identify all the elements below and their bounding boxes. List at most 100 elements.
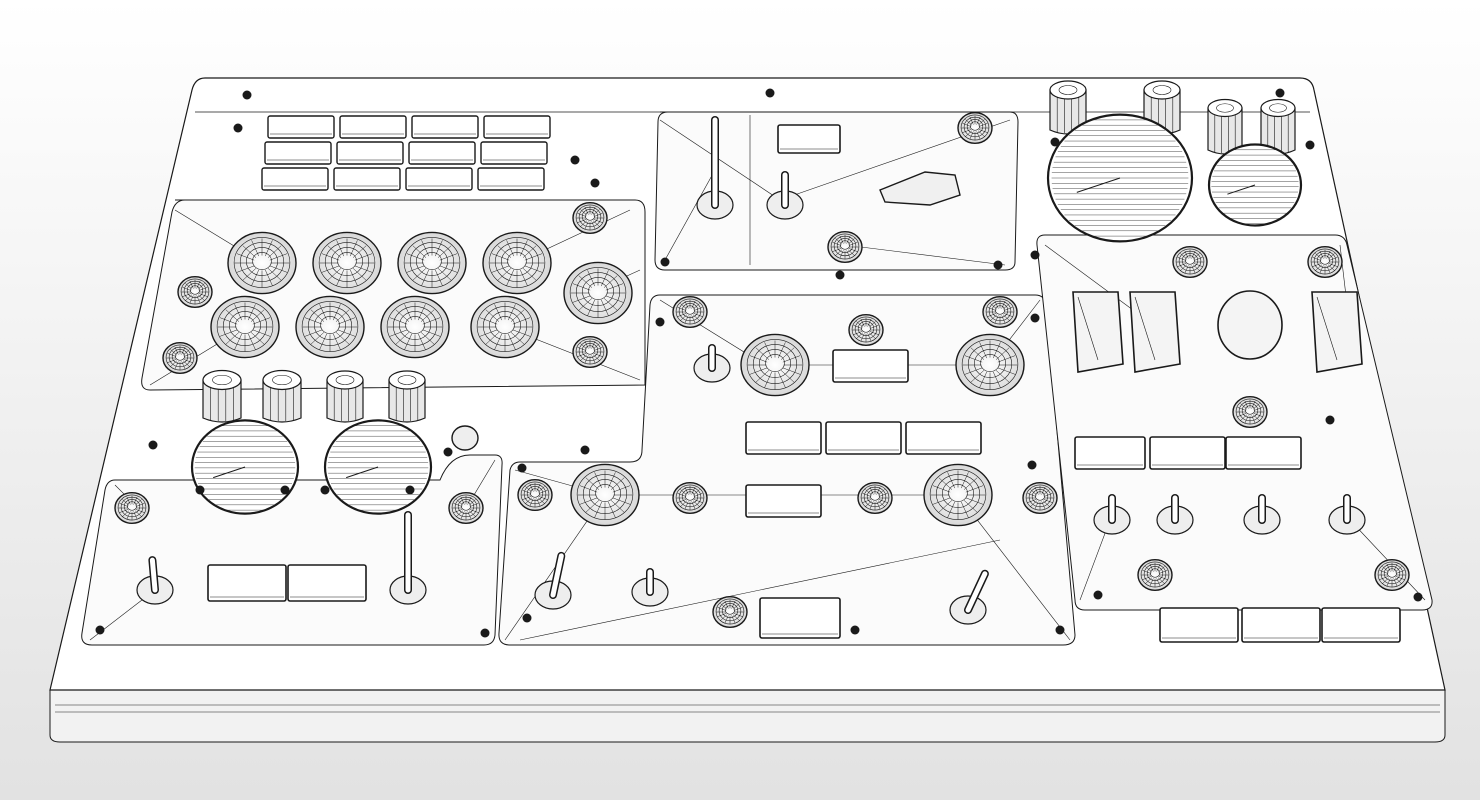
push-button-icon[interactable]	[264, 141, 332, 165]
dial-icon[interactable]	[397, 231, 467, 295]
small-dial-icon[interactable]	[982, 296, 1018, 329]
push-button-icon[interactable]	[832, 349, 909, 383]
push-button-icon[interactable]	[480, 141, 548, 165]
small-dial-icon[interactable]	[572, 201, 608, 234]
dial-icon[interactable]	[482, 231, 552, 295]
dial-spoke	[680, 500, 688, 507]
dial-icon[interactable]	[563, 261, 633, 325]
small-dial-icon[interactable]	[1307, 245, 1343, 278]
dial-icon[interactable]	[740, 333, 810, 397]
toggle-switch-icon[interactable]	[696, 116, 734, 220]
push-button-icon[interactable]	[1321, 607, 1401, 643]
dial-spoke	[962, 129, 972, 133]
switch-cover-icon[interactable]	[1072, 291, 1124, 373]
push-button-icon[interactable]	[411, 115, 479, 139]
push-button-icon[interactable]	[408, 141, 476, 165]
small-dial-icon[interactable]	[1137, 559, 1173, 592]
small-dial-icon[interactable]	[1172, 245, 1208, 278]
push-button-icon[interactable]	[477, 167, 545, 191]
push-button-icon[interactable]	[333, 167, 401, 191]
push-button-icon[interactable]	[1074, 436, 1146, 470]
toggle-switch-icon[interactable]	[1328, 494, 1366, 535]
push-button-icon[interactable]	[1241, 607, 1321, 643]
guarded-button-icon[interactable]	[1217, 290, 1283, 360]
push-button-icon[interactable]	[1149, 436, 1226, 470]
dial-spoke	[134, 510, 142, 517]
dial-spoke	[848, 242, 858, 246]
push-button-icon[interactable]	[745, 484, 822, 518]
knob-icon[interactable]	[1260, 98, 1296, 155]
dial-icon[interactable]	[210, 295, 280, 359]
screw-icon	[1030, 313, 1040, 323]
toggle-switch-icon[interactable]	[631, 568, 669, 607]
screw-icon	[280, 485, 290, 495]
small-dial-icon[interactable]	[162, 342, 198, 375]
toggle-switch-icon[interactable]	[766, 171, 804, 220]
push-button-icon[interactable]	[267, 115, 335, 139]
push-button-icon[interactable]	[339, 115, 407, 139]
dial-icon[interactable]	[955, 333, 1025, 397]
knob-icon[interactable]	[326, 370, 364, 423]
push-button-icon[interactable]	[1159, 607, 1239, 643]
rotary-selector-icon[interactable]	[879, 171, 961, 206]
dial-icon[interactable]	[312, 231, 382, 295]
knob-icon[interactable]	[388, 370, 426, 423]
switch-cover-icon[interactable]	[1311, 291, 1363, 373]
push-button-icon[interactable]	[1225, 436, 1302, 470]
knob-body	[388, 379, 426, 423]
dial-spoke	[538, 496, 548, 500]
push-button-icon[interactable]	[905, 421, 982, 455]
toggle-switch-icon[interactable]	[693, 344, 731, 383]
small-dial-icon[interactable]	[572, 336, 608, 369]
small-dial-icon[interactable]	[448, 492, 484, 525]
push-button-icon[interactable]	[825, 421, 902, 455]
push-button-icon[interactable]	[759, 597, 841, 639]
small-dial-icon[interactable]	[177, 276, 213, 309]
dial-icon[interactable]	[380, 295, 450, 359]
dial-spoke	[1393, 578, 1398, 587]
dial-spoke	[1157, 566, 1165, 573]
dial-icon[interactable]	[295, 295, 365, 359]
knob-icon[interactable]	[202, 369, 242, 423]
dial-spoke	[1315, 253, 1323, 260]
knob-icon[interactable]	[262, 369, 302, 423]
toggle-switch-icon[interactable]	[534, 551, 572, 610]
dial-spoke	[580, 354, 588, 361]
knob-icon[interactable]	[1049, 80, 1087, 135]
dial-icon[interactable]	[470, 295, 540, 359]
push-button-icon[interactable]	[777, 124, 841, 154]
toggle-switch-icon[interactable]	[136, 556, 174, 605]
knob-icon[interactable]	[1207, 98, 1243, 155]
push-button-icon[interactable]	[745, 421, 822, 455]
small-dial-icon[interactable]	[1022, 482, 1058, 515]
small-dial-icon[interactable]	[857, 482, 893, 515]
push-button-icon[interactable]	[483, 115, 551, 139]
knob-body	[202, 379, 242, 423]
dial-icon[interactable]	[227, 231, 297, 295]
dial-spoke	[183, 359, 193, 363]
dial-spoke	[248, 304, 256, 321]
small-dial-icon[interactable]	[672, 482, 708, 515]
small-dial-icon[interactable]	[712, 596, 748, 629]
small-dial-icon[interactable]	[672, 296, 708, 329]
toggle-switch-icon[interactable]	[1156, 494, 1194, 535]
small-dial-icon[interactable]	[1374, 559, 1410, 592]
dial-icon[interactable]	[570, 463, 640, 527]
toggle-switch-icon[interactable]	[949, 569, 989, 625]
push-button-icon[interactable]	[207, 564, 287, 602]
toggle-switch-icon[interactable]	[1093, 494, 1131, 535]
small-dial-icon[interactable]	[827, 230, 863, 263]
switch-cover-icon[interactable]	[1129, 291, 1181, 373]
push-button-icon[interactable]	[405, 167, 473, 191]
toggle-switch-icon[interactable]	[389, 511, 427, 605]
small-dial-icon[interactable]	[1232, 396, 1268, 429]
small-dial-icon[interactable]	[517, 479, 553, 512]
push-button-icon[interactable]	[287, 564, 367, 602]
push-button-icon[interactable]	[336, 141, 404, 165]
small-dial-icon[interactable]	[957, 111, 993, 144]
push-button-icon[interactable]	[261, 167, 329, 191]
dial-icon[interactable]	[923, 463, 993, 527]
small-dial-icon[interactable]	[848, 314, 884, 347]
toggle-switch-icon[interactable]	[1243, 494, 1281, 535]
small-dial-icon[interactable]	[114, 492, 150, 525]
